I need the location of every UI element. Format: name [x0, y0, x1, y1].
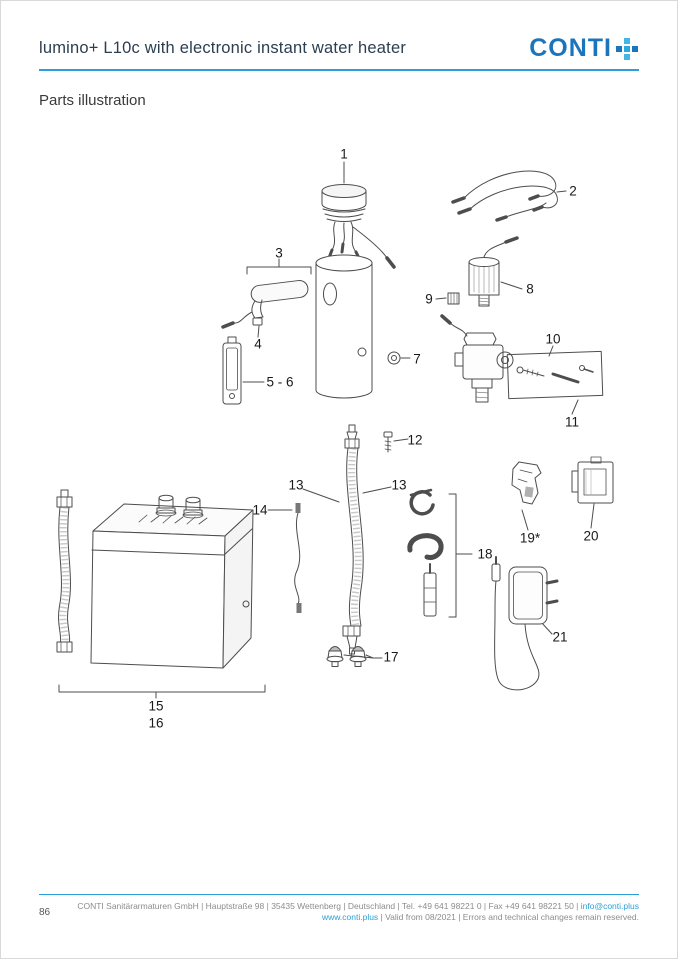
conti-logo: CONTI	[529, 34, 639, 63]
callout-part-11: 11	[564, 414, 580, 430]
callout-part-7: 7	[413, 351, 421, 367]
callout-part-15: 15	[148, 698, 164, 714]
callout-part-17: 17	[383, 649, 399, 665]
header-divider	[39, 69, 639, 71]
footer-validity-line: www.conti.plus | Valid from 08/2021 | Er…	[322, 912, 639, 922]
callout-part-19: 19*	[519, 530, 541, 546]
callout-part-5-6: 5 - 6	[266, 374, 294, 390]
footer-validity-text: | Valid from 08/2021 | Errors and techni…	[378, 912, 639, 922]
callout-part-3: 3	[275, 245, 283, 261]
callout-part-14: 14	[252, 502, 268, 518]
section-title: Parts illustration	[39, 92, 146, 109]
footer-company-text: CONTI Sanitärarmaturen GmbH | Hauptstraß…	[77, 901, 581, 911]
page-number: 86	[39, 907, 51, 918]
footer-website-link[interactable]: www.conti.plus	[321, 912, 379, 922]
callout-part-12: 12	[407, 432, 423, 448]
callout-part-1: 1	[340, 146, 348, 162]
footer-email-link[interactable]: info@conti.plus	[580, 901, 639, 911]
callout-part-18: 18	[477, 546, 493, 562]
footer-company-line: CONTI Sanitärarmaturen GmbH | Hauptstraß…	[77, 901, 639, 911]
callout-part-21: 21	[552, 629, 568, 645]
callout-part-2: 2	[569, 183, 577, 199]
footer-divider	[39, 894, 639, 895]
conti-logo-text: CONTI	[529, 34, 612, 62]
callout-part-13-right: 13	[391, 477, 407, 493]
page-title: lumino+ L10c with electronic instant wat…	[39, 39, 407, 57]
callout-part-10: 10	[545, 331, 561, 347]
callout-part-20: 20	[583, 528, 599, 544]
callout-part-4: 4	[254, 336, 262, 352]
callout-part-16: 16	[148, 715, 164, 731]
conti-plus-icon	[616, 37, 638, 60]
callout-part-8: 8	[526, 281, 534, 297]
callout-part-13-left: 13	[288, 477, 304, 493]
callout-part-9: 9	[425, 291, 433, 307]
